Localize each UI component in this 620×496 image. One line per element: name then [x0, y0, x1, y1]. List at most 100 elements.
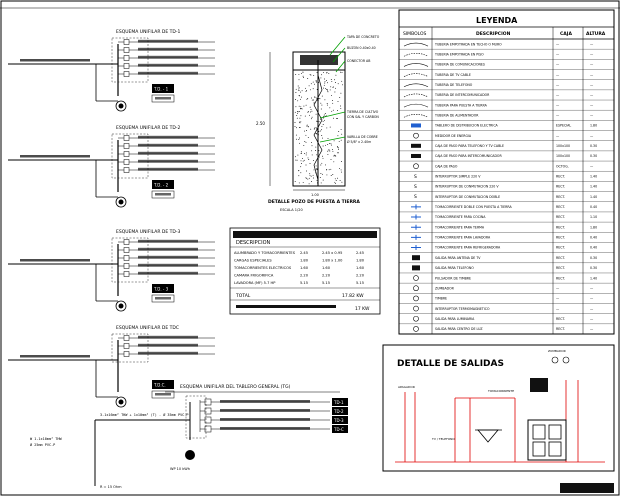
diagram-tag: T.D. - 2	[153, 183, 169, 188]
legend-row: TUBERIA DE INTERCOMUNICADOR——	[399, 89, 614, 98]
tg-output-label: TD-3	[333, 418, 344, 423]
legend-row-description: SALIDA PARA TELEFONO	[435, 266, 474, 270]
legend-row-box: —	[556, 113, 560, 117]
legend-row-description: TOMACORRIENTE PARA TERMA	[434, 225, 485, 229]
svg-text:ZUMBADOR: ZUMBADOR	[548, 349, 566, 353]
conduit-icon	[403, 103, 429, 108]
legend-row-description: ZUMBADOR	[435, 286, 455, 290]
legend-row-box: OCTOG.	[556, 164, 569, 168]
demand-row-a: 5.15	[300, 281, 308, 285]
legend-row-box: RECT.	[556, 195, 565, 199]
demand-row-label: CAMARA FRIGORIFICA	[234, 274, 274, 278]
outlet-icon	[411, 234, 421, 240]
legend-row-description: TUBERIA PARA PUESTA A TIERRA	[434, 103, 488, 107]
legend-row-description: TUBERIA DE ALIMENTADOR	[434, 113, 479, 117]
demand-row-c: 2.45	[356, 251, 364, 255]
legend-row-description: CAJA DE PASO	[435, 164, 458, 168]
legend-row-height: —	[590, 73, 594, 77]
legend-table: LEYENDA SIMBOLOS DESCRIPCION CAJA ALTURA…	[398, 9, 615, 335]
one-line-diagram: ESQUEMA UNIFILAR DE TD-1T.D. - 1	[8, 29, 215, 112]
legend-row-box: RECT.	[556, 327, 565, 331]
legend-header-description: DESCRIPCION	[476, 31, 511, 37]
demand-row-label: LAVADORA (MF) 5.7 HP	[234, 281, 276, 285]
svg-text:APAGADOR: APAGADOR	[398, 385, 415, 389]
svg-text:BUZON 0.40x0.40: BUZON 0.40x0.40	[347, 46, 376, 50]
grounding-title: DETALLE POZO DE PUESTA A TIERRA	[268, 199, 360, 205]
legend-row-height: 0.40	[590, 236, 597, 240]
legend-row-description: TOMACORRIENTE PARA LAVADORA	[434, 236, 491, 240]
demand-row-c: 2.20	[356, 274, 365, 278]
tg-output-label: TD-C	[333, 427, 344, 432]
legend-row-height: 1.80	[590, 225, 597, 229]
legend-row: TUBERIA DE COMUNICACIONES——	[399, 59, 614, 67]
legend-row-description: TUBERIA DE TELEFONO	[434, 83, 473, 87]
legend-row-height: 0.30	[590, 256, 597, 260]
svg-text:2.50: 2.50	[256, 121, 265, 126]
legend-row-box: —	[556, 297, 560, 301]
outlet-icon	[411, 245, 421, 251]
legend-row-height: —	[590, 286, 594, 290]
panel-icon	[411, 143, 421, 148]
tv-phone-icon	[412, 265, 420, 271]
legend-row-description: TOMACORRIENTE DOBLE CON PUESTA A TIERRA	[434, 205, 512, 209]
legend-row-height: 1.40	[590, 175, 597, 179]
legend-row-description: INTERRUPTOR DE CONMUTACION 220 V	[435, 185, 499, 189]
legend-title: LEYENDA	[476, 16, 518, 25]
demand-row-b: 2.45 x 0.95	[322, 251, 342, 255]
device-icon	[413, 315, 419, 322]
demand-row-a: 2.45	[300, 251, 308, 255]
demand-row-c: 5.15	[356, 281, 364, 285]
legend-row: TUBERIA EMPOTRADA EN TECHO O MURO——	[403, 42, 594, 47]
demand-row-c: 1.80	[356, 259, 365, 263]
svg-text:W 1-1x10mm² THW: W 1-1x10mm² THW	[30, 437, 63, 441]
legend-row-box: —	[556, 307, 560, 311]
diagram-title: ESQUEMA UNIFILAR DE TDC	[116, 325, 179, 331]
diagram-title: ESQUEMA UNIFILAR DE TD-1	[116, 29, 180, 35]
switch-icon: S	[414, 184, 417, 190]
legend-row-height: —	[590, 103, 594, 107]
legend-row-height: —	[590, 113, 594, 117]
legend-row-box: RECT.	[556, 225, 565, 229]
legend-row-description: SALIDA PARA ANTENA DE TV	[435, 256, 481, 260]
legend-row-height: 0.30	[590, 154, 597, 158]
demand-row-a: 1.60	[300, 266, 309, 270]
legend-row-height: 0.30	[590, 266, 597, 270]
demand-row-a: 1.80	[300, 259, 309, 263]
title-block	[560, 483, 614, 493]
legend-row-box: ESPECIAL	[556, 124, 571, 128]
legend-row-box: RECT.	[556, 205, 565, 209]
demand-row-b: 1.60	[322, 266, 331, 270]
diagram-title: ESQUEMA UNIFILAR DE TD-3	[116, 229, 180, 235]
legend-row: TUBERIA DE TV CABLE——	[399, 69, 614, 77]
tv-phone-icon	[412, 255, 420, 261]
legend-row-box: RECT.	[556, 236, 565, 240]
legend-row-description: CAJA DE PASO PARA INTERCOMUNICADOR	[435, 154, 502, 158]
diagram-tag: T.D.C.	[153, 383, 166, 388]
legend-row: TOMACORRIENTE DOBLE CON PUESTA A TIERRA R…	[399, 201, 614, 210]
device-icon	[413, 326, 419, 332]
demand-total-value: 17.82 KW	[342, 293, 364, 299]
legend-row-height: —	[590, 317, 594, 321]
legend-row-height: —	[590, 327, 594, 331]
legend-row-box: RECT.	[556, 256, 565, 260]
legend-row: MEDIDOR DE ENERGIA——	[399, 130, 614, 139]
device-icon	[413, 305, 419, 312]
grounding-scale: ESCALA 1/20	[280, 208, 303, 212]
legend-row-height: 0.30	[590, 144, 597, 148]
legend-row: ZUMBADOR——	[399, 282, 614, 292]
one-line-diagram: ESQUEMA UNIFILAR DE TD-2T.D. - 2	[8, 125, 215, 208]
switch-icon: S	[414, 174, 417, 180]
legend-row-box: —	[556, 73, 560, 77]
legend-header-box: CAJA	[560, 31, 572, 37]
legend-row-box: RECT.	[556, 215, 565, 219]
legend-row-description: TABLERO DE DISTRIBUCION ELECTRICA	[434, 124, 499, 128]
legend-row-box: —	[556, 52, 560, 56]
